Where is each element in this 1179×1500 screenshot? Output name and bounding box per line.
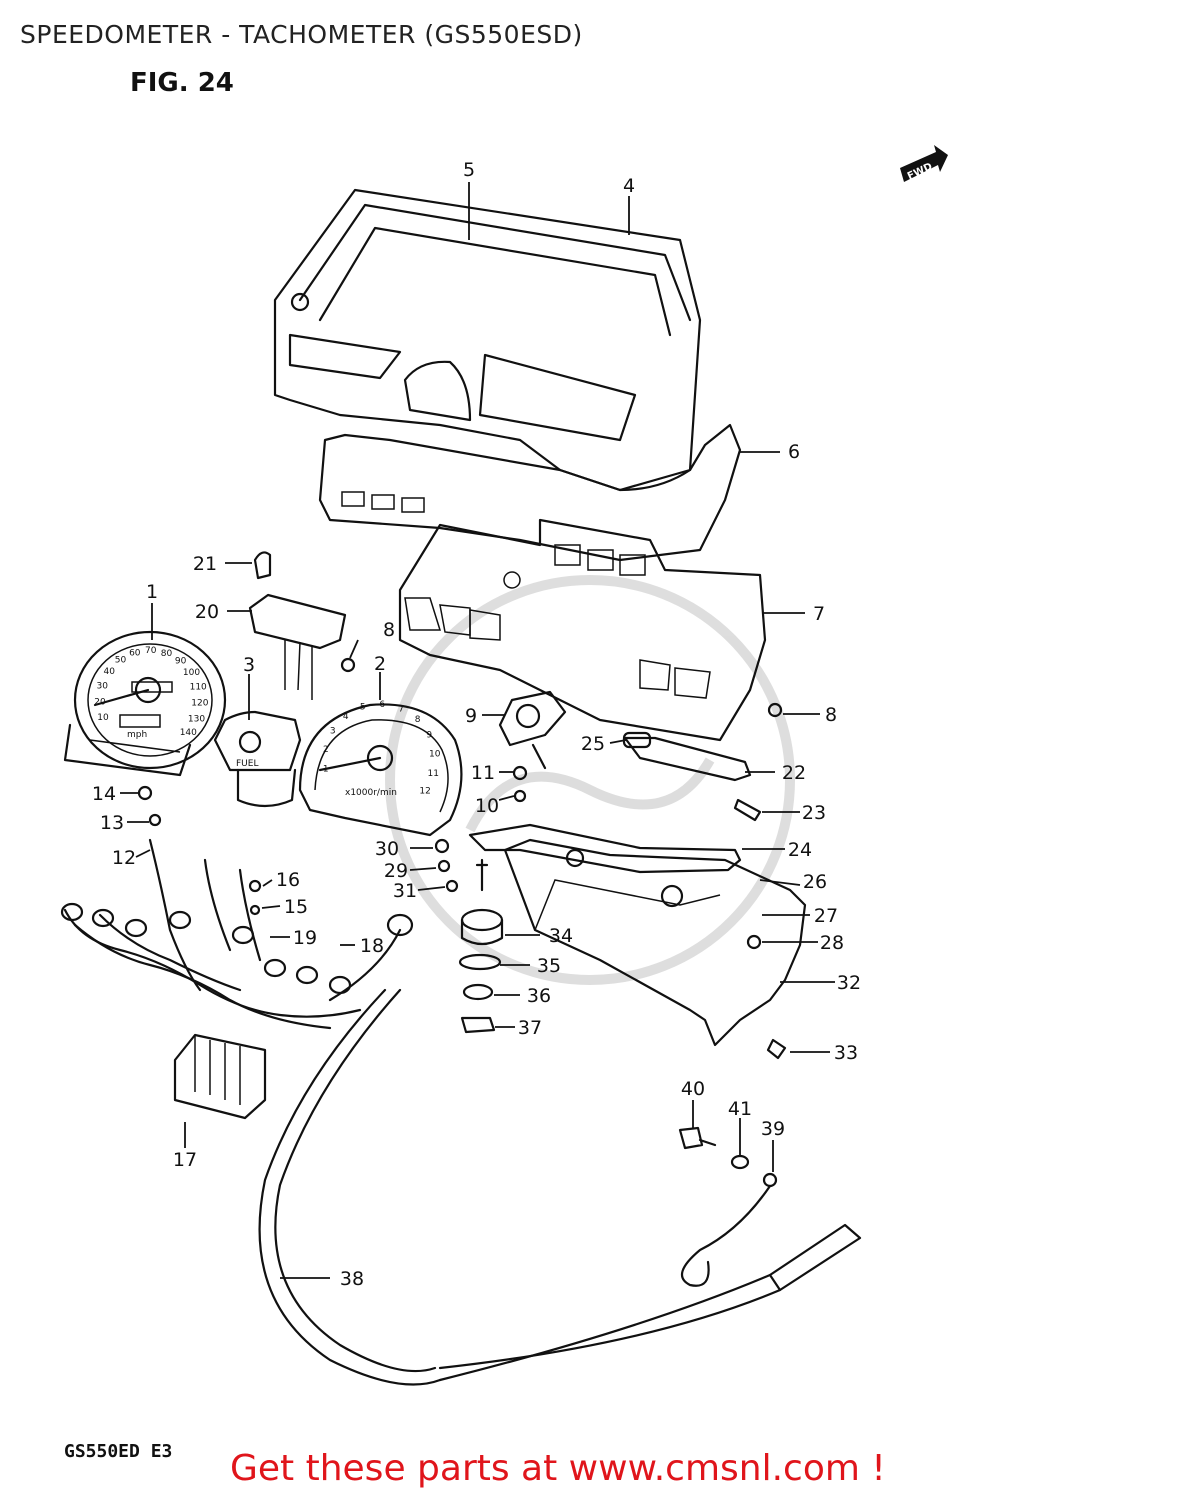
callout-16: 16 (276, 869, 300, 891)
callout-21: 21 (193, 553, 217, 575)
model-code: GS550ED E3 (64, 1441, 173, 1462)
tacho-mark-1: 1 (323, 765, 329, 775)
wiring-harness (60, 838, 414, 1120)
socket-assembly (248, 551, 347, 700)
callout-7: 7 (813, 603, 825, 625)
callout-22: 22 (782, 762, 806, 784)
callout-14: 14 (92, 783, 116, 805)
tacho-mark-8: 8 (415, 715, 421, 725)
speedo-mark-60: 60 (129, 648, 141, 658)
callout-leaders (120, 182, 835, 1279)
callout-4: 4 (623, 175, 635, 197)
speedo-mark-130: 130 (188, 714, 205, 724)
callout-19: 19 (293, 927, 317, 949)
speedo-mark-90: 90 (175, 656, 187, 666)
speedo-mark-40: 40 (103, 667, 115, 677)
speedo-mark-120: 120 (191, 699, 208, 709)
speedometer-cable (258, 988, 862, 1386)
callout-28: 28 (820, 932, 844, 954)
speedo-mark-140: 140 (180, 728, 197, 738)
fuel-gauge: FUEL (213, 710, 302, 808)
tacho-mark-9: 9 (426, 731, 432, 741)
indicator-switch (498, 690, 567, 770)
callout-15: 15 (284, 896, 308, 918)
svg-text:mph: mph (127, 730, 147, 740)
callout-2: 2 (374, 653, 386, 675)
tacho-mark-6: 6 (379, 700, 385, 710)
callout-34: 34 (549, 925, 573, 947)
callout-12: 12 (112, 847, 136, 869)
footer-link[interactable]: Get these parts at www.cmsnl.com ! (230, 1448, 886, 1489)
tacho-mark-11: 11 (427, 769, 438, 779)
tacho-mark-3: 3 (330, 727, 336, 737)
callout-24: 24 (788, 839, 812, 861)
svg-text:x1000r/min: x1000r/min (345, 788, 397, 798)
callout-8: 8 (383, 619, 395, 641)
callout-6: 6 (788, 441, 800, 463)
speedo-mark-20: 20 (94, 697, 106, 707)
callout-39: 39 (761, 1118, 785, 1140)
speedo-mark-50: 50 (115, 656, 127, 666)
meter-case-upper (273, 188, 702, 492)
tacho-mark-2: 2 (323, 745, 329, 755)
fwd-arrow-icon: FWD (900, 145, 948, 182)
callout-33: 33 (834, 1042, 858, 1064)
callout-37: 37 (518, 1017, 542, 1039)
callout-numbers: 1 2 3 4 5 6 7 8 8 9 10 11 12 13 14 15 16… (92, 159, 861, 1290)
callout-20: 20 (195, 601, 219, 623)
tacho-mark-7: 7 (398, 704, 404, 714)
callout-27: 27 (814, 905, 838, 927)
callout-26: 26 (803, 871, 827, 893)
callout-36: 36 (527, 985, 551, 1007)
callout-13: 13 (100, 812, 124, 834)
cable-clip-set (678, 1126, 778, 1287)
callout-23: 23 (802, 802, 826, 824)
callout-30: 30 (375, 838, 399, 860)
tacho-mark-5: 5 (360, 703, 366, 713)
watermark (385, 575, 795, 985)
speedo-mark-100: 100 (183, 668, 200, 678)
tacho-mark-10: 10 (429, 749, 441, 759)
grommet-stack (458, 858, 504, 1034)
speedo-mark-10: 10 (97, 713, 109, 723)
callout-29: 29 (384, 860, 408, 882)
callout-3: 3 (243, 654, 255, 676)
callout-10: 10 (475, 795, 499, 817)
speedo-mark-110: 110 (190, 683, 207, 693)
callout-25: 25 (581, 733, 605, 755)
callout-17: 17 (173, 1149, 197, 1171)
callout-35: 35 (537, 955, 561, 977)
svg-text:FUEL: FUEL (236, 759, 258, 769)
speedo-mark-70: 70 (145, 646, 157, 656)
tacho-mark-4: 4 (343, 712, 349, 722)
meter-cushion (318, 423, 742, 562)
callout-9: 9 (465, 705, 477, 727)
callout-1: 1 (146, 581, 158, 603)
callout-5: 5 (463, 159, 475, 181)
callout-31: 31 (393, 880, 417, 902)
figure-label: FIG. 24 (130, 68, 234, 98)
callout-11: 11 (471, 762, 495, 784)
tacho-mark-12: 12 (419, 787, 430, 797)
fasteners (137, 657, 787, 1060)
speedo-mark-80: 80 (161, 649, 173, 659)
callout-18: 18 (360, 935, 384, 957)
callout-41: 41 (728, 1098, 752, 1120)
callout-40: 40 (681, 1078, 705, 1100)
meter-case-lower (398, 518, 767, 742)
speedo-mark-30: 30 (96, 681, 108, 691)
meter-lower-cover (503, 838, 807, 1047)
callout-38: 38 (340, 1268, 364, 1290)
callout-8b: 8 (825, 704, 837, 726)
page-title: SPEEDOMETER - TACHOMETER (GS550ESD) (20, 20, 583, 49)
callout-32: 32 (837, 972, 861, 994)
